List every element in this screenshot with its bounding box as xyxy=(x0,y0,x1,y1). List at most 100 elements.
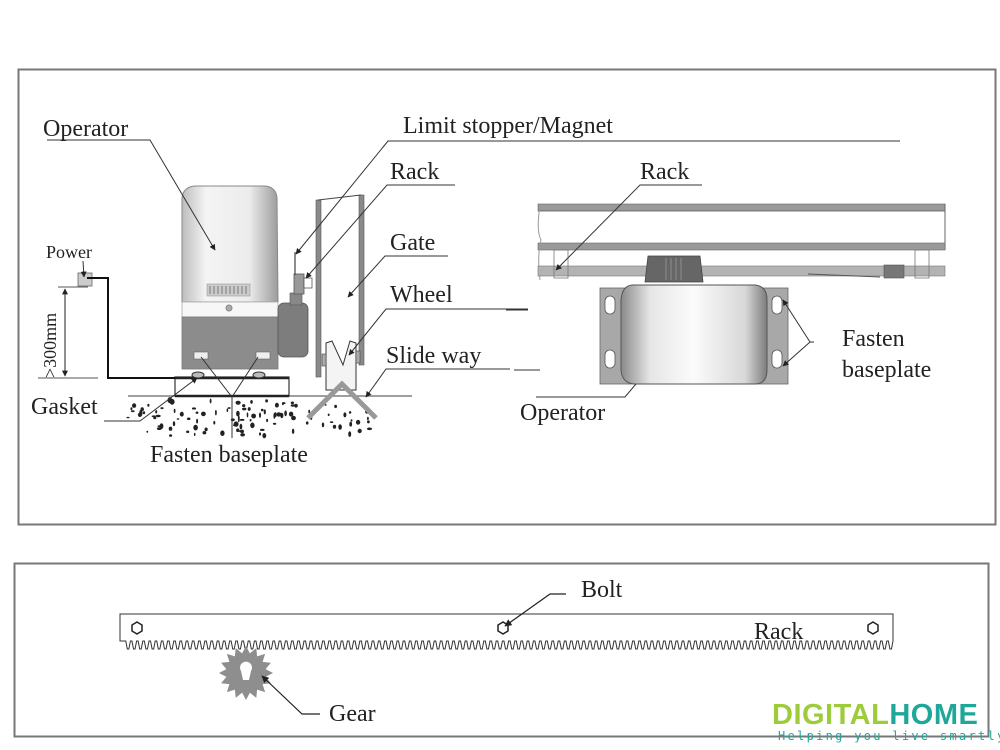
gravel-stone xyxy=(246,412,249,418)
gravel-stone xyxy=(294,403,298,408)
gravel-stone xyxy=(308,409,311,414)
gravel-stone xyxy=(240,433,246,437)
gravel-stone xyxy=(242,404,246,408)
gate-side xyxy=(306,194,378,420)
gravel-stone xyxy=(191,407,197,410)
label-height: >300mm xyxy=(40,313,60,378)
gravel-stone xyxy=(230,418,235,422)
gravel-stone xyxy=(250,400,253,404)
gravel-stone xyxy=(130,407,133,411)
gravel-stone xyxy=(272,422,277,425)
label-operator-top: Operator xyxy=(520,400,605,426)
gravel-stone xyxy=(209,398,212,404)
bottom-panel-frame xyxy=(13,562,990,738)
gravel-stone xyxy=(195,411,199,414)
gravel-stone xyxy=(172,421,176,427)
gravel-stone xyxy=(220,430,225,437)
gravel-stone xyxy=(263,409,266,415)
operator-side xyxy=(181,185,313,370)
gravel-stone xyxy=(259,432,261,436)
slide-way-rail xyxy=(306,380,378,420)
gravel-stone xyxy=(147,403,150,407)
gravel-stone xyxy=(226,408,229,413)
gravel-stone xyxy=(160,407,164,410)
gravel-stone xyxy=(291,428,295,434)
gravel-stone xyxy=(355,419,361,425)
operator-top xyxy=(620,284,768,385)
gravel-stone xyxy=(251,413,256,419)
label-fasten-top-2: baseplate xyxy=(842,357,931,383)
gravel-stone xyxy=(280,412,284,419)
gravel-stone xyxy=(186,430,190,434)
gravel-stone xyxy=(242,407,247,411)
gravel-stone xyxy=(176,418,180,420)
gravel-stone xyxy=(146,430,149,433)
gravel-stone xyxy=(334,404,337,409)
gravel-stone xyxy=(201,411,206,417)
gravel-stone xyxy=(266,418,269,423)
pad-bolt-right xyxy=(252,371,266,379)
label-power: Power xyxy=(46,242,92,262)
top-view: Rack Fasten baseplate Operator xyxy=(506,159,946,426)
label-slide-way: Slide way xyxy=(386,343,481,369)
gravel-stone xyxy=(357,428,362,434)
gravel-stone xyxy=(173,408,176,413)
gravel-stone xyxy=(291,415,296,421)
gravel-stone xyxy=(186,417,191,421)
label-gasket: Gasket xyxy=(31,394,98,420)
gravel-stone xyxy=(153,416,157,420)
bolt-right xyxy=(867,621,879,635)
label-operator-side: Operator xyxy=(43,116,128,142)
gravel-stone xyxy=(305,421,309,425)
gravel-stone xyxy=(260,428,265,431)
gravel-stone xyxy=(132,403,137,408)
top-panel-frame xyxy=(17,68,997,526)
gravel-stone xyxy=(239,423,243,430)
gravel-stone xyxy=(274,402,279,408)
bolt-middle xyxy=(497,621,509,635)
gravel-stone xyxy=(168,426,173,431)
gravel-stone xyxy=(155,414,161,418)
top-rack-bar xyxy=(537,265,946,277)
label-gear: Gear xyxy=(329,701,376,727)
brand-name: DIGITALHOME xyxy=(772,699,978,731)
label-rack-side: Rack xyxy=(390,159,439,185)
gravel-stone xyxy=(130,410,135,413)
gravel-stone xyxy=(259,412,261,419)
gear xyxy=(219,646,273,700)
gravel-stone xyxy=(159,423,164,429)
brand-logo: DIGITALHOME Helping you live smartly. xyxy=(772,699,1000,743)
gravel-stone xyxy=(321,422,325,428)
gravel-stone xyxy=(290,401,295,405)
gravel-stone xyxy=(227,407,231,409)
gravel-stone xyxy=(367,420,370,424)
gravel-stone xyxy=(247,407,251,411)
gravel-stone xyxy=(193,424,198,431)
gravel-stone xyxy=(262,433,267,439)
label-gate: Gate xyxy=(390,230,435,256)
gravel-stone xyxy=(327,413,330,417)
gravel-stone xyxy=(204,427,208,432)
gravel-stone xyxy=(290,404,295,407)
pad-bolt-left xyxy=(191,371,205,379)
label-fasten-top-1: Fasten xyxy=(842,326,905,352)
baseplate-pad xyxy=(174,376,290,397)
gravel-stone xyxy=(142,411,146,415)
gravel-stone xyxy=(169,434,173,437)
gravel-stone xyxy=(193,432,196,436)
gravel-stone xyxy=(329,421,334,423)
gravel-stone xyxy=(233,424,238,427)
gravel-stone xyxy=(288,411,294,417)
label-fasten-baseplate-side: Fasten baseplate xyxy=(150,442,308,468)
label-rack-top: Rack xyxy=(640,159,689,185)
gravel-stone xyxy=(213,420,216,425)
gravel-stone xyxy=(348,411,352,414)
gravel-stone xyxy=(332,424,337,429)
gravel-stone xyxy=(151,415,156,418)
gravel-stone xyxy=(281,402,284,406)
gravel-stone xyxy=(249,418,252,422)
brand-tagline: Helping you live smartly. xyxy=(778,729,1000,743)
side-view: Operator Limit stopper/Magnet Rack Gate … xyxy=(31,113,900,468)
gravel-stone xyxy=(367,427,372,431)
